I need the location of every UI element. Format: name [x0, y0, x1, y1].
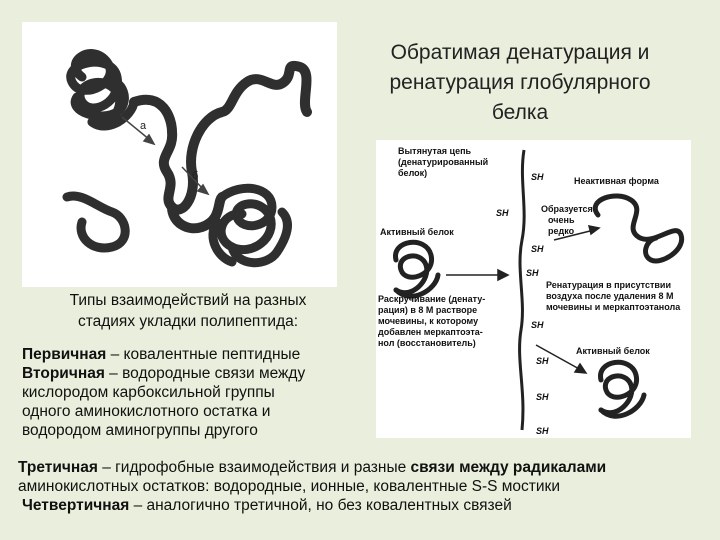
- folding-diagram-panel: а б: [22, 22, 337, 287]
- inactive-form-label: Неактивная форма: [574, 176, 660, 186]
- secondary-desc: – водородные связи между: [104, 365, 306, 382]
- unfolding-label: мочевины, к которому: [378, 316, 478, 326]
- denaturation-diagram-panel: SH SH SH SH SH SH SH SH Вытянутая цепь (…: [376, 140, 691, 438]
- folded-globule-top: [66, 49, 139, 131]
- sh-label: SH: [531, 320, 544, 330]
- chain-label-line: Вытянутая цепь: [398, 146, 472, 156]
- inactive-form-shape: [592, 193, 685, 264]
- active-protein-shape: [393, 239, 441, 299]
- unfolding-label: рация) в 8 M растворе: [378, 305, 477, 315]
- secondary-line: Вторичная – водородные связи между: [22, 364, 305, 383]
- secondary-line-3: одного аминокислотного остатка и: [22, 403, 271, 420]
- unfolding-label: добавлен меркаптоэта-: [378, 327, 483, 337]
- sh-label: SH: [536, 426, 549, 436]
- unfolded-chain: [129, 60, 312, 215]
- tertiary-line: Третичная – гидрофобные взаимодействия и…: [18, 458, 606, 477]
- formed-rarely-label: очень: [548, 215, 575, 225]
- sh-label: SH: [536, 356, 549, 366]
- unfolding-label: нол (восстановитель): [378, 338, 476, 348]
- quaternary-desc: – аналогично третичной, но без ковалентн…: [129, 497, 512, 514]
- tertiary-line-2: аминокислотных остатков: водородные, ион…: [18, 478, 560, 495]
- secondary-term: Вторичная: [22, 365, 105, 382]
- primary-term: Первичная: [22, 346, 107, 363]
- label-b: б: [192, 170, 198, 182]
- sh-label: SH: [496, 208, 509, 218]
- primary-desc: – ковалентные пептидные: [106, 346, 301, 363]
- primary-line: Первичная – ковалентные пептидные: [22, 345, 300, 364]
- folded-globule-bottom: [208, 183, 292, 268]
- sh-label: SH: [531, 244, 544, 254]
- secondary-line-2: кислородом карбоксильной группы: [22, 384, 275, 401]
- unfolding-label: Раскручивание (денату-: [378, 294, 485, 304]
- secondary-line-4: водородом аминогруппы другого: [22, 422, 258, 439]
- quaternary-line: Четвертичная – аналогично третичной, но …: [22, 496, 512, 515]
- slide-title: Обратимая денатурация и ренатурация глоб…: [389, 41, 651, 124]
- denaturation-diagram: SH SH SH SH SH SH SH SH Вытянутая цепь (…: [378, 146, 685, 436]
- sh-label: SH: [526, 268, 539, 278]
- label-a: а: [140, 120, 147, 132]
- tertiary-desc: – гидрофобные взаимодействия и разные: [97, 459, 411, 476]
- folding-diagram: а б: [62, 49, 312, 268]
- renaturation-label: Ренатурация в присутствии: [546, 280, 671, 290]
- partial-fold: [62, 191, 130, 253]
- interaction-types-heading: Типы взаимодействий на разных стадиях ук…: [69, 292, 307, 330]
- arrow-active-to-chain: [446, 268, 510, 282]
- tertiary-bold: связи между радикалами: [410, 459, 607, 476]
- renaturation-label: мочевины и меркаптоэтанола: [546, 302, 681, 312]
- arrow-a: [121, 116, 156, 146]
- arrow-b: [181, 166, 210, 196]
- chain-label-line: белок): [398, 168, 427, 178]
- stretched-chain: [518, 149, 526, 431]
- renaturation-label: воздуха после удаления 8 M: [546, 291, 673, 301]
- chain-label-line: (денатурированный: [398, 157, 488, 167]
- active-protein-label: Активный белок: [380, 227, 454, 237]
- renatured-protein-shape: [598, 359, 647, 419]
- chain-tail: [167, 192, 227, 234]
- sh-label: SH: [536, 392, 549, 402]
- formed-rarely-label: Образуется: [541, 204, 593, 214]
- formed-rarely-label: редко: [548, 226, 575, 236]
- tertiary-term: Третичная: [18, 459, 98, 476]
- arrow-chain-to-active: [535, 344, 588, 374]
- active-protein-label-2: Активный белок: [576, 346, 650, 356]
- quaternary-term: Четвертичная: [22, 497, 130, 514]
- arrow-to-inactive: [553, 225, 601, 241]
- sh-label: SH: [531, 172, 544, 182]
